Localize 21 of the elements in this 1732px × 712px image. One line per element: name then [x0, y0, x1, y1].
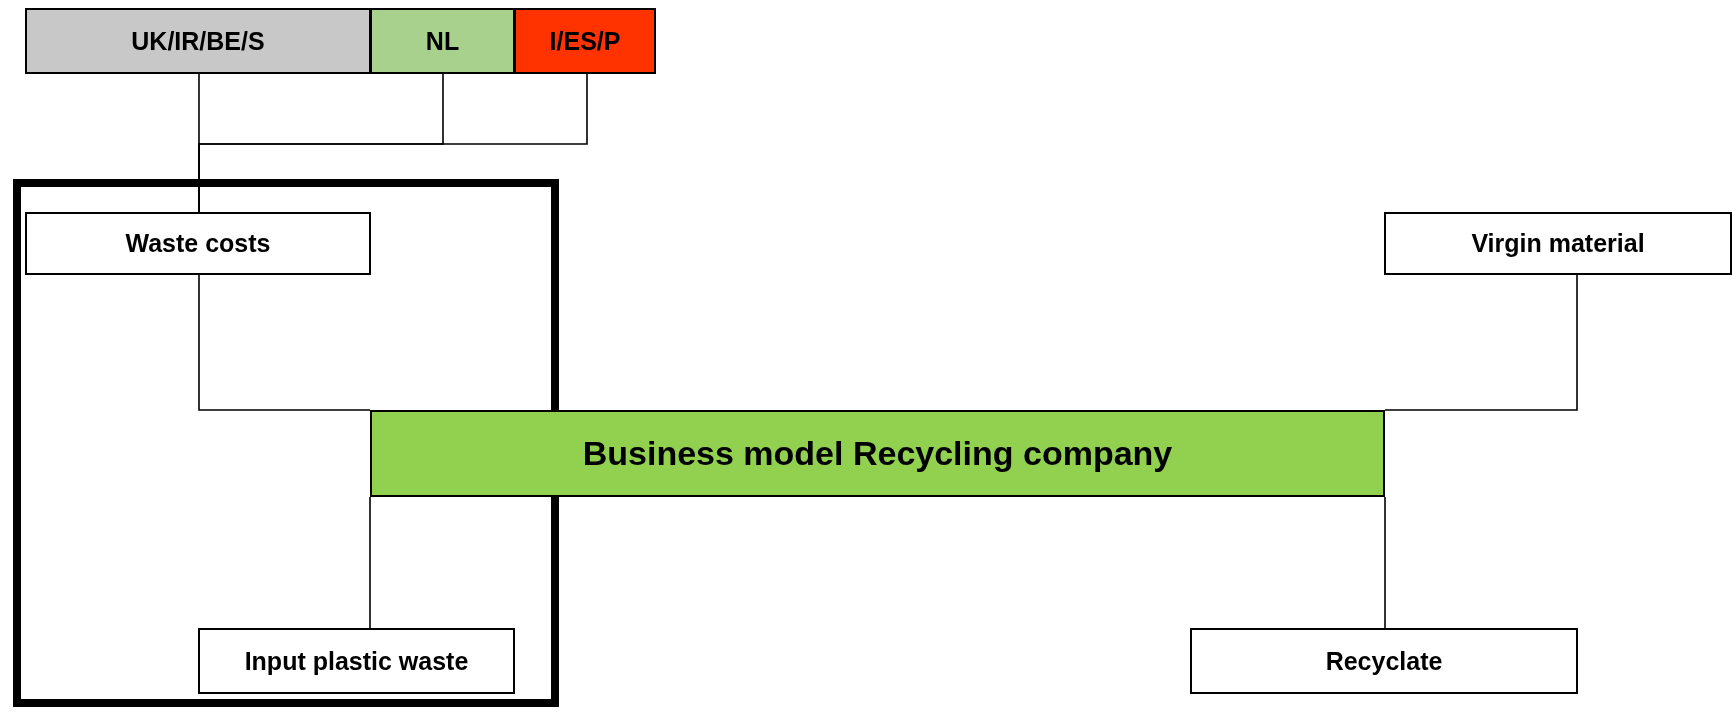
box-label: I/ES/P: [549, 26, 621, 56]
connector-line: [369, 496, 371, 629]
input-box: [198, 628, 515, 694]
input-box: [1384, 212, 1732, 275]
cost-box: [25, 212, 371, 275]
connector-line: [1384, 496, 1386, 629]
region-box: [370, 8, 515, 74]
business-model-bar: [370, 410, 1385, 497]
box-label: NL: [425, 26, 460, 56]
box-label: Waste costs: [125, 229, 271, 258]
connector-line: [198, 274, 371, 411]
box-label: Business model Recycling company: [582, 434, 1173, 473]
box-label: Recyclate: [1325, 646, 1443, 676]
region-box: [514, 8, 656, 74]
box-label: Input plastic waste: [244, 646, 469, 676]
box-label: Virgin material: [1471, 229, 1645, 258]
output-box: [1190, 628, 1578, 694]
connector-line: [198, 73, 588, 213]
box-label: UK/IR/BE/S: [131, 26, 265, 56]
connector-line: [1384, 274, 1578, 411]
region-box: [25, 8, 371, 74]
